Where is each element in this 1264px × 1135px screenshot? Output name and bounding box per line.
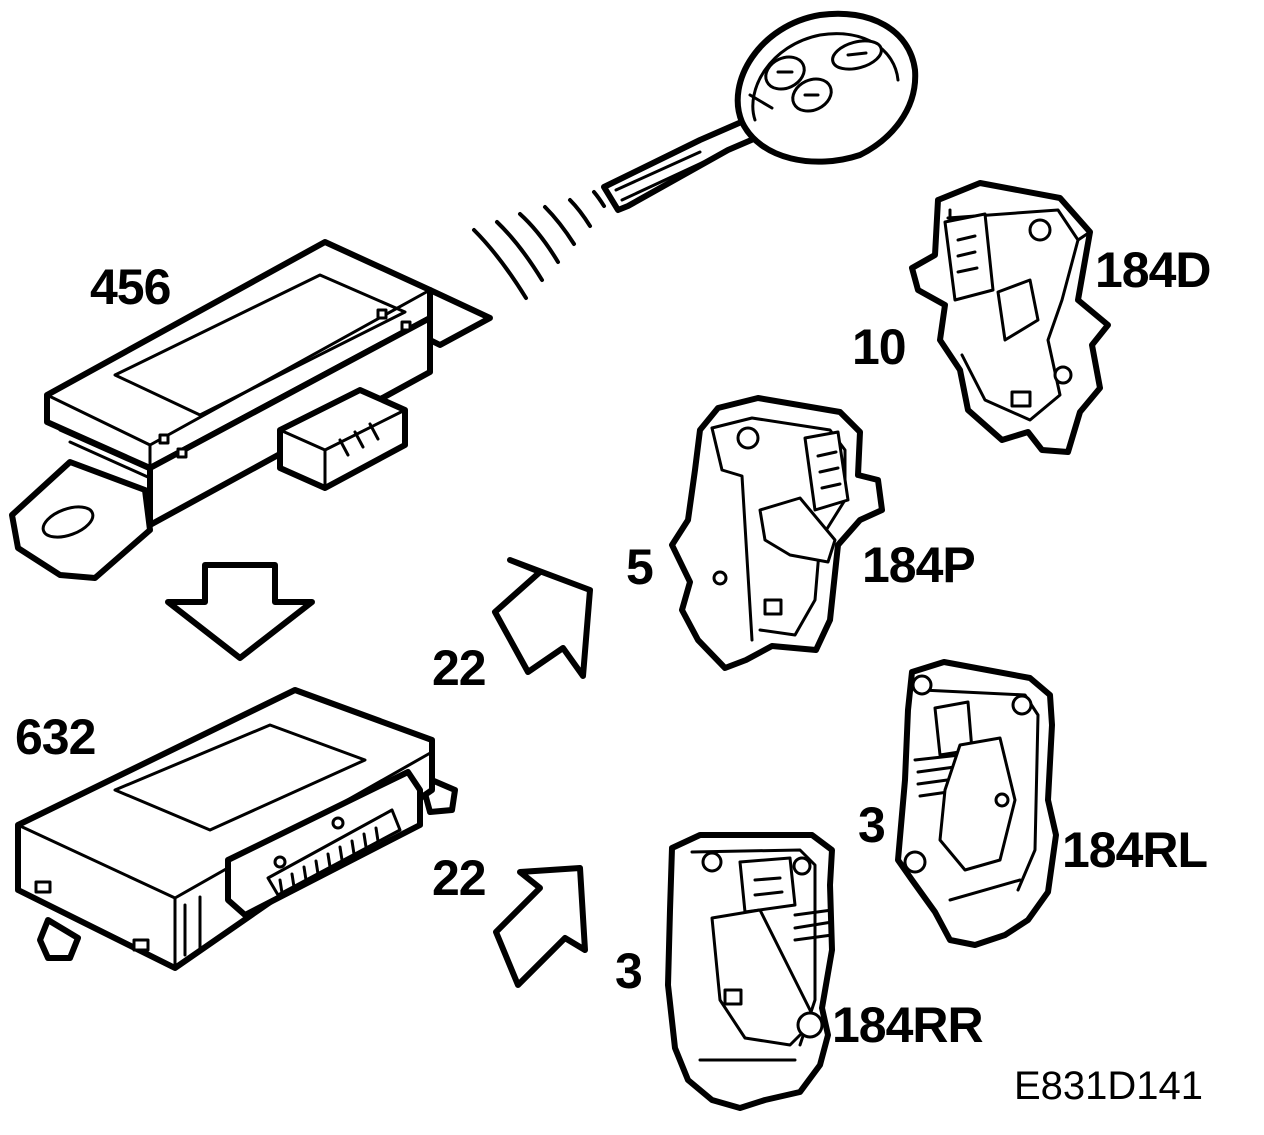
label-3-rear-left: 3 [858,797,886,853]
arrow-upper-icon [492,557,593,679]
label-10: 10 [852,319,907,375]
radio-signal-icon [472,190,606,300]
label-22-lower: 22 [432,850,487,906]
module-456-drawing [9,239,493,581]
module-632-drawing [15,687,458,971]
label-184D: 184D [1095,242,1212,298]
label-184P: 184P [862,537,976,593]
label-3-rear-right: 3 [615,943,643,999]
down-arrow-icon [165,562,315,661]
label-184RR: 184RR [832,997,984,1053]
arrow-lower-icon [493,865,588,988]
label-22-upper: 22 [432,640,487,696]
label-184RL: 184RL [1062,822,1208,878]
remote-key-fob [601,10,919,213]
label-456: 456 [90,259,171,315]
figure-reference: E831D141 [1014,1064,1204,1108]
lock-184D-drawing [909,180,1111,455]
lock-184RR-drawing [665,832,835,1111]
lock-184P-drawing [669,395,885,671]
label-5: 5 [626,539,654,595]
label-632: 632 [15,709,96,765]
lock-184RL-drawing [895,659,1059,948]
